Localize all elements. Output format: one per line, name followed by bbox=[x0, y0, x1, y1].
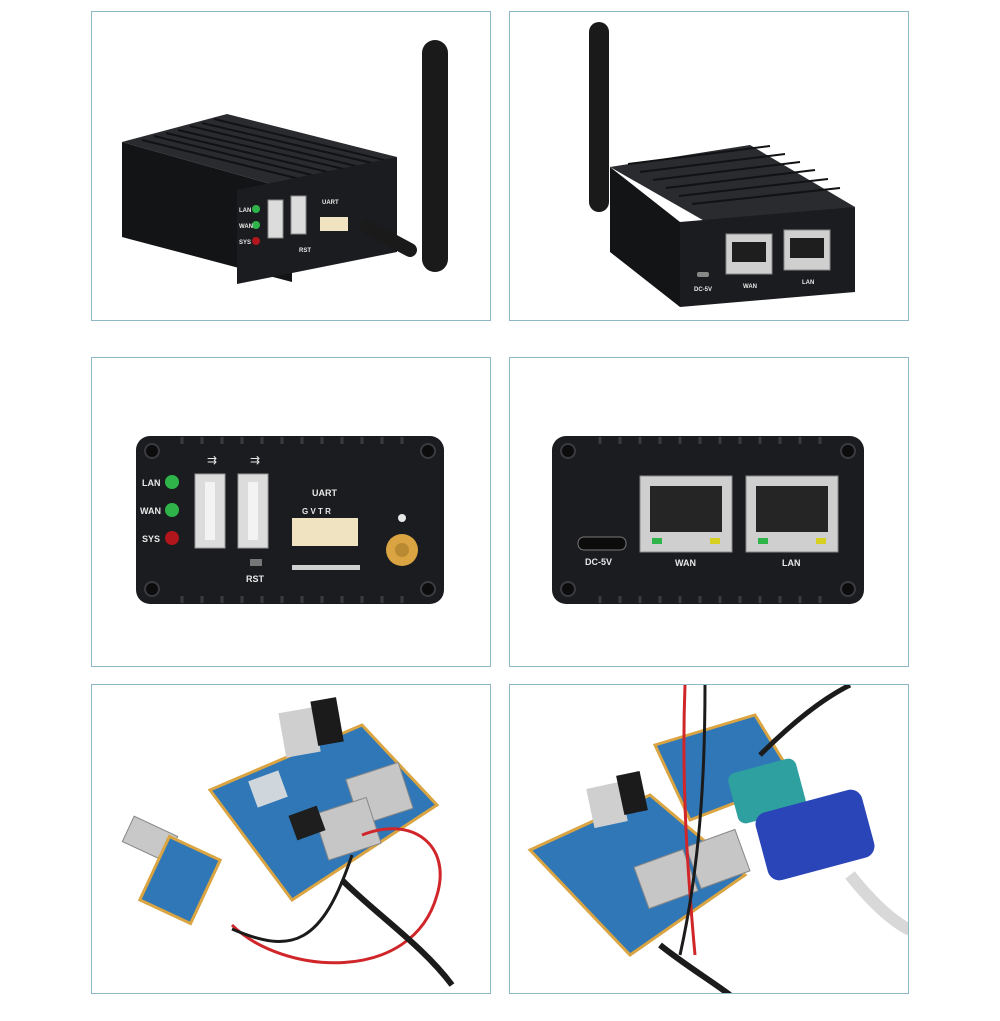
lan-label: LAN bbox=[142, 478, 161, 488]
cable-red bbox=[230, 827, 442, 965]
usb-ports bbox=[586, 781, 628, 829]
photo-front-angle: LAN WAN SYS RST UART bbox=[91, 11, 491, 321]
sys-led bbox=[252, 237, 260, 245]
rst-label: RST bbox=[246, 574, 265, 584]
sys-label: SYS bbox=[239, 240, 251, 246]
pcb-serial-drawing bbox=[527, 685, 908, 993]
cable-black bbox=[678, 685, 707, 956]
lan-label: LAN bbox=[239, 208, 251, 214]
wan-led bbox=[165, 503, 179, 517]
photo-back-panel: DC-5V WAN LAN bbox=[509, 357, 909, 667]
photo-pcb-usb-serial bbox=[91, 684, 491, 994]
dc-port bbox=[697, 272, 709, 277]
cable-black bbox=[231, 854, 354, 943]
wan-label: WAN bbox=[675, 558, 696, 568]
lan-label: LAN bbox=[782, 558, 801, 568]
usb-port-2 bbox=[290, 195, 307, 235]
ethernet-port bbox=[633, 848, 699, 910]
sys-led bbox=[165, 531, 179, 545]
audio-cable bbox=[758, 685, 852, 757]
usb-icon: ⇉ bbox=[250, 453, 260, 467]
router-back-panel-drawing: DC-5V WAN LAN bbox=[552, 436, 864, 604]
lan-led bbox=[165, 475, 179, 489]
photo-pcb-serial bbox=[509, 684, 909, 994]
usb-serial-adapter bbox=[137, 834, 223, 926]
case-side bbox=[610, 167, 680, 307]
uart-header bbox=[320, 217, 348, 231]
wifi-icon bbox=[398, 514, 406, 522]
sd-slot bbox=[292, 565, 360, 570]
lan-led bbox=[252, 205, 260, 213]
sys-label: SYS bbox=[142, 534, 160, 544]
dc-port bbox=[577, 536, 627, 551]
usb-ports bbox=[278, 707, 321, 758]
dc5v-label: DC-5V bbox=[585, 557, 612, 567]
ethernet-port bbox=[313, 796, 382, 861]
power-cable bbox=[339, 877, 455, 987]
power-cable bbox=[658, 942, 732, 993]
wan-label: WAN bbox=[239, 224, 253, 230]
antenna bbox=[589, 22, 609, 212]
router-front-angle-drawing: LAN WAN SYS RST UART bbox=[122, 40, 448, 284]
pcb-usb-serial-drawing bbox=[121, 697, 455, 987]
wan-label: WAN bbox=[140, 506, 161, 516]
router-front-panel-drawing: LAN WAN SYS ⇉ ⇉ RST UART G V T R bbox=[136, 436, 444, 604]
vga-cable bbox=[845, 871, 908, 936]
cable-red bbox=[682, 685, 697, 956]
wan-label: WAN bbox=[743, 284, 757, 290]
usb-port-1 bbox=[267, 199, 284, 239]
lan-label: LAN bbox=[802, 280, 814, 286]
case-top bbox=[610, 145, 855, 227]
front-panel bbox=[136, 436, 444, 604]
rst-button bbox=[250, 559, 262, 566]
uart-header bbox=[292, 518, 358, 546]
photo-front-panel: LAN WAN SYS ⇉ ⇉ RST UART G V T R bbox=[91, 357, 491, 667]
uart-label: UART bbox=[312, 488, 337, 498]
router-back-angle-drawing: DC-5V WAN LAN bbox=[589, 22, 855, 307]
antenna bbox=[422, 40, 448, 272]
dc5v-label: DC-5V bbox=[694, 287, 712, 293]
vga-connector bbox=[755, 789, 875, 881]
case-front bbox=[237, 157, 397, 284]
wan-led bbox=[252, 221, 260, 229]
uart-label: UART bbox=[322, 200, 339, 206]
usb-icon: ⇉ bbox=[207, 453, 217, 467]
gvtr-label: G V T R bbox=[302, 507, 331, 516]
antenna-joint bbox=[360, 220, 417, 257]
rst-label: RST bbox=[299, 248, 311, 254]
photo-back-angle: DC-5V WAN LAN bbox=[509, 11, 909, 321]
